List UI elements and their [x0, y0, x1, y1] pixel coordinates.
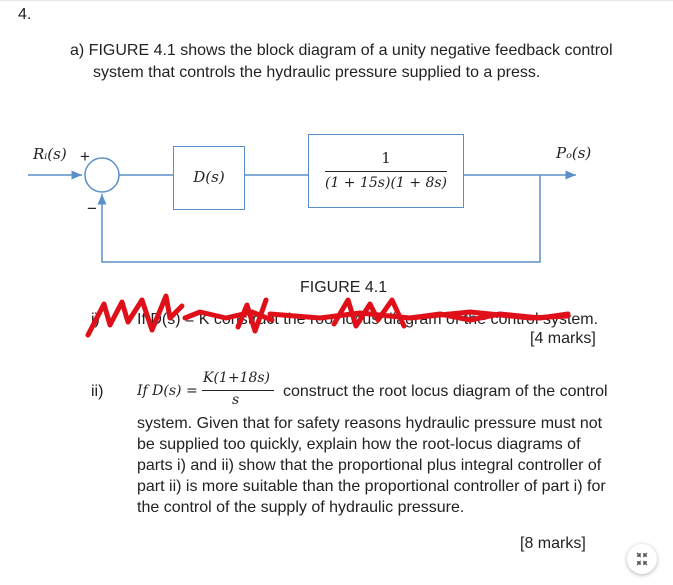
plant-numerator: 1: [381, 149, 391, 167]
part-ii-fraction-numerator: K(1+18s): [203, 370, 271, 386]
part-i-marks: [4 marks]: [530, 330, 596, 347]
minus-sign: −: [87, 199, 97, 218]
collapse-arrows-icon: [636, 552, 648, 566]
part-ii-line-3: parts i) and ii) show that the proportio…: [137, 457, 602, 474]
part-a-line2: system that controls the hydraulic press…: [93, 64, 541, 81]
controller-label: D(s): [193, 168, 225, 186]
part-ii-line-2: be supplied too quickly, explain how the…: [137, 436, 581, 453]
part-a-line1: a) FIGURE 4.1 shows the block diagram of…: [70, 42, 613, 59]
question-number: 4.: [18, 6, 32, 23]
part-ii-suffix: construct the root locus diagram of the …: [283, 383, 608, 400]
collapse-icon[interactable]: [627, 544, 657, 574]
input-label: Rᵢ(s): [33, 145, 67, 163]
part-ii-line-4: part ii) is more suitable than the propo…: [137, 478, 606, 495]
controller-block: D(s): [173, 146, 245, 210]
part-ii-fraction-bar: [202, 390, 274, 391]
part-ii-line-5: the control of the supply of hydraulic p…: [137, 499, 465, 516]
top-rule: [0, 0, 673, 1]
output-label: Pₒ(s): [556, 144, 592, 162]
part-ii-line-1: system. Given that for safety reasons hy…: [137, 415, 603, 432]
part-ii-marks: [8 marks]: [520, 535, 586, 552]
feedback-path: [97, 175, 541, 263]
plant-denominator: (1 + 15s)(1 + 8s): [324, 175, 447, 191]
part-ii-fraction-denominator: s: [232, 392, 240, 408]
plant-block: 1 (1 + 15s)(1 + 8s): [308, 134, 464, 208]
figure-caption: FIGURE 4.1: [300, 279, 388, 296]
block-diagram-lines: [28, 157, 576, 263]
part-ii-number: ii): [91, 383, 104, 400]
plant-fraction-bar: [325, 171, 447, 172]
part-ii-prefix: If D(s) =: [137, 383, 198, 399]
plus-sign: +: [80, 147, 90, 166]
